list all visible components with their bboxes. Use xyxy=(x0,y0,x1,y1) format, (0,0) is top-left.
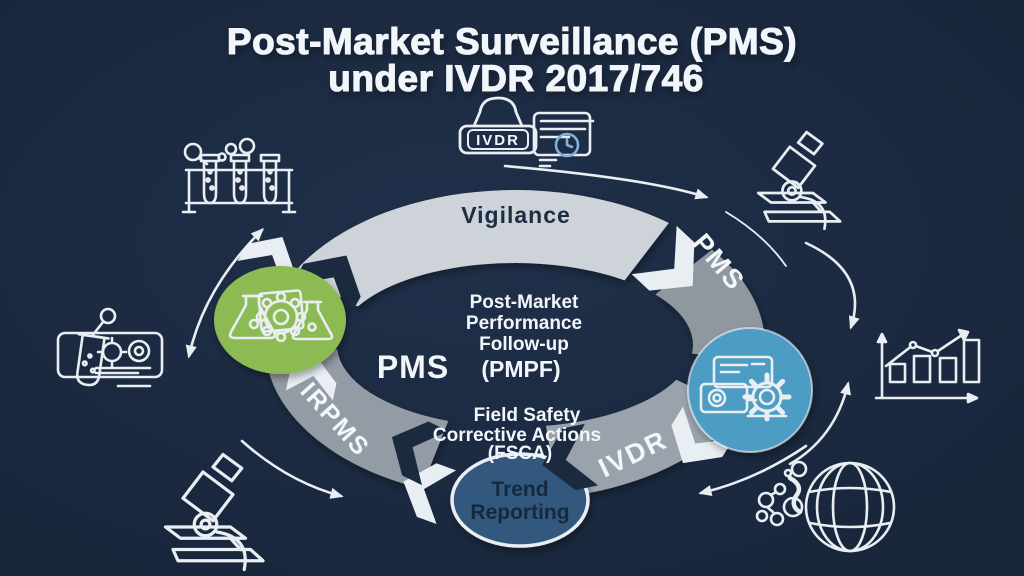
ring-segment-vigilance xyxy=(294,190,669,307)
outer-icons: IVDR xyxy=(56,96,981,572)
pms-abbr-label: PMS xyxy=(377,349,449,385)
stamp-label: IVDR xyxy=(476,132,520,149)
trend-label-line-2: Reporting xyxy=(470,501,569,524)
title-line-1: Post-Market Surveillance (PMS) xyxy=(227,21,797,62)
page-title: Post-Market Surveillance (PMS) under IVD… xyxy=(226,20,797,99)
pmpf-title-line-2: Performance xyxy=(466,313,582,334)
arrow-top-right xyxy=(503,164,709,200)
pmpf-title-line-3: Follow-up xyxy=(479,334,569,355)
outer-guide-arc xyxy=(725,211,787,267)
arrow-left-double xyxy=(185,228,264,359)
lab-sample-card-icon xyxy=(56,307,164,388)
title-line-2: under IVDR 2017/746 xyxy=(328,58,704,99)
clock-icon xyxy=(554,132,580,158)
trend-reporting-node xyxy=(450,452,590,548)
ring-label-vigilance: Vigilance xyxy=(461,202,571,228)
fsca-line-1: Field Safety xyxy=(474,405,581,426)
ivdr-stamp-report-icon: IVDR xyxy=(458,96,595,168)
arrow-bottom-right xyxy=(698,444,808,497)
documents-gear-icon xyxy=(699,355,792,422)
bar-chart-growth-icon xyxy=(874,328,981,404)
fsca-line-2: Corrective Actions xyxy=(433,425,601,446)
arrow-bottom-left xyxy=(240,439,344,499)
arrow-right-up xyxy=(788,381,851,466)
test-tubes-rack-icon xyxy=(181,137,297,214)
pmpf-title-line-1: Post-Market xyxy=(470,292,579,313)
arrow-right-down xyxy=(804,241,860,330)
globe-pathogens-icon xyxy=(755,460,896,553)
flow-arrows xyxy=(185,164,860,499)
trend-label-line-1: Trend xyxy=(491,478,548,501)
lab-node xyxy=(214,266,346,374)
center-text-block: Post-Market Performance Follow-up PMS (P… xyxy=(377,292,601,464)
records-node xyxy=(687,327,813,453)
fsca-line-3: (FSCA) xyxy=(488,443,552,464)
pmpf-abbr-label: (PMPF) xyxy=(481,356,560,382)
